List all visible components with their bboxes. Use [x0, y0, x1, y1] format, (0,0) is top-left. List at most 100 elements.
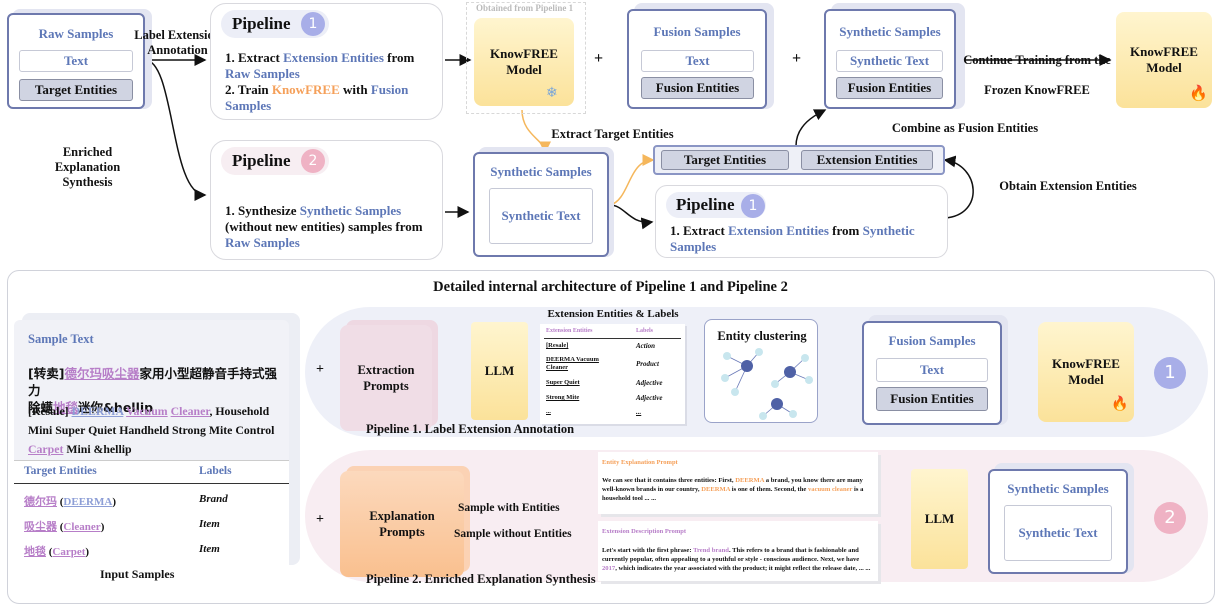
continue-training-label: Continue Training from the Frozen KnowFR…: [963, 53, 1111, 97]
without-entities-label: Sample without Entities: [454, 528, 572, 540]
synthetic-bottom-title: Synthetic Samples: [1007, 481, 1109, 496]
table-row-label: Brand: [199, 493, 228, 505]
raw-text-pill: Text: [19, 50, 133, 72]
desc-prompt-title: Extension Description Prompt: [602, 528, 687, 535]
fusion-bottom-title: Fusion Samples: [888, 333, 976, 348]
fusion-top-title: Fusion Samples: [653, 24, 741, 39]
fusion-top-text: Text: [641, 50, 754, 72]
table-row: 德尔玛 (DEERMA): [24, 496, 116, 508]
p1-caption: Pipeline 1. Label Extension Annotation: [366, 422, 575, 436]
extract-target-label: Extract Target Entities: [551, 127, 674, 141]
synthetic-top-entities: Fusion Entities: [836, 77, 943, 99]
ext-row-entity: Strong Mite: [546, 394, 580, 401]
table-divider: [14, 483, 289, 484]
fusion-bottom-entities: Fusion Entities: [876, 387, 988, 411]
enriched-explanation-label: Enriched Explanation Synthesis: [54, 145, 121, 189]
synthetic-samples-top-card: Synthetic Samples Synthetic Text Fusion …: [824, 9, 956, 109]
entity-prompt-body: We can see that it contains three entiti…: [602, 477, 864, 502]
p2-caption: Pipeline 2. Enriched Explanation Synthes…: [366, 572, 596, 586]
obtained-from-label: Obtained from Pipeline 1: [476, 3, 574, 13]
pipeline1-small-name: Pipeline: [676, 195, 735, 214]
synthetic-mid-title: Synthetic Samples: [490, 164, 592, 179]
synthetic-samples-bottom-card: Synthetic Samples Synthetic Text: [988, 469, 1128, 574]
ext-row-entity: DEERMA Vacuum Cleaner: [546, 356, 599, 371]
ext-row-entity: Super Quiet: [546, 379, 580, 386]
synthetic-bottom-text: Synthetic Text: [1004, 505, 1112, 561]
pipeline1-badge: 1: [301, 12, 325, 36]
p1-knowfree-model: KnowFREE Model: [1038, 322, 1134, 422]
table-row-label: Item: [199, 518, 220, 530]
p2-plus: +: [316, 512, 324, 527]
entity-clustering-title: Entity clustering: [717, 329, 807, 343]
architecture-panel: [7, 270, 1215, 604]
plus-sign-1: +: [594, 50, 604, 67]
explanation-prompts-box: Explanation Prompts: [340, 471, 464, 577]
p1-plus: +: [316, 362, 324, 377]
table-row-label: Item: [199, 543, 220, 555]
ext-row-label: Action: [636, 342, 656, 350]
entity-explanation-prompt: Entity Explanation Prompt We can see tha…: [598, 452, 878, 514]
obtain-extension-label: Obtain Extension Entities: [999, 179, 1137, 193]
desc-prompt-body: Let's start with the first phrase: Trend…: [602, 547, 871, 572]
pipeline1-small-badge: 1: [741, 194, 765, 218]
p2-badge: 2: [1154, 502, 1186, 534]
entity-prompt-title: Entity Explanation Prompt: [602, 459, 678, 466]
ext-col-entities: Extension Entities: [546, 328, 593, 334]
raw-target-pill: Target Entities: [19, 79, 133, 101]
fusion-bottom-text: Text: [876, 358, 988, 382]
pipeline2-badge: 2: [301, 149, 325, 173]
plus-sign-2: +: [792, 50, 802, 67]
ext-row-label: ...: [636, 408, 642, 416]
pipeline2-steps: 1. Synthesize Synthetic Samples (without…: [225, 203, 423, 250]
pipeline1-box: Pipeline 1 1. Extract Extension Entities…: [210, 3, 443, 120]
table-col-labels: Labels: [199, 465, 232, 477]
target-entities-table: Target Entities Labels 德尔玛 (DEERMA) Bran…: [14, 460, 289, 566]
knowfree-frozen-model: KnowFREE Model: [474, 18, 574, 106]
ext-row-label: Product: [636, 360, 659, 368]
synthetic-samples-mid-card: Synthetic Samples Synthetic Text: [473, 152, 609, 257]
p2-llm-box: LLM: [911, 469, 968, 569]
entity-bar: Target Entities Extension Entities: [653, 145, 945, 175]
synthetic-mid-text: Synthetic Text: [489, 188, 593, 244]
architecture-title: Detailed internal architecture of Pipeli…: [433, 279, 788, 295]
fire-icon: 🔥: [1189, 84, 1208, 102]
sample-chinese-text: [转卖]德尔玛吸尘器家用小型超静音手持式强力 除螨地毯迷你&hellip: [28, 366, 277, 415]
ext-entities-title: Extension Entities & Labels: [547, 308, 679, 320]
cluster-graph: [721, 348, 813, 420]
label-extension-annotation-label: Label Extension Annotation: [134, 28, 221, 57]
input-sample-card: Sample Text [转卖]德尔玛吸尘器家用小型超静音手持式强力 除螨地毯迷…: [14, 320, 289, 566]
extension-description-prompt: Extension Description Prompt Let's start…: [598, 521, 878, 581]
pipeline1-small-box: Pipeline 1 1. Extract Extension Entities…: [655, 185, 948, 258]
p1-llm-box: LLM: [471, 322, 528, 420]
with-entities-label: Sample with Entities: [458, 502, 560, 514]
ext-divider: [544, 338, 681, 339]
entity-clustering-box: Entity clustering: [704, 319, 818, 423]
obtained-frame: [466, 2, 586, 114]
snowflake-icon: ❄: [546, 85, 558, 101]
pipeline1-small-steps: 1. Extract Extension Entities from Synth…: [670, 223, 915, 254]
ext-col-labels: Labels: [636, 328, 654, 334]
pipeline1-name: Pipeline: [232, 14, 291, 33]
fusion-top-entities: Fusion Entities: [641, 77, 754, 99]
table-row: 地毯 (Carpet): [24, 546, 90, 558]
p1-badge: 1: [1154, 357, 1186, 389]
table-col-target: Target Entities: [24, 465, 97, 477]
pipeline1-steps: 1. Extract Extension Entities from Raw S…: [225, 50, 415, 113]
ext-entities-table: Extension Entities Labels [Resale] Actio…: [540, 324, 685, 424]
target-entities-pill: Target Entities: [661, 150, 789, 170]
knowfree-final-model: KnowFREE Model: [1116, 12, 1212, 108]
raw-samples-card: Raw Samples Text Target Entities: [7, 13, 145, 109]
fusion-samples-top-card: Fusion Samples Text Fusion Entities: [627, 9, 767, 109]
pipeline2-box: Pipeline 2 1. Synthesize Synthetic Sampl…: [210, 140, 443, 260]
synthetic-top-title: Synthetic Samples: [839, 24, 941, 39]
sample-english-text: [Resale] DEERMA Vacuum Cleaner, Househol…: [28, 404, 275, 456]
ext-row-label: Adjective: [636, 379, 663, 387]
sample-text-heading: Sample Text: [28, 332, 94, 346]
ext-row-label: Adjective: [636, 394, 663, 402]
input-samples-caption: Input Samples: [100, 567, 175, 581]
ext-row-entity: ...: [546, 408, 551, 415]
pipeline2-name: Pipeline: [232, 151, 291, 170]
extension-entities-pill: Extension Entities: [801, 150, 933, 170]
p1-fire-icon: 🔥: [1111, 396, 1129, 412]
ext-row-entity: [Resale]: [546, 342, 569, 349]
